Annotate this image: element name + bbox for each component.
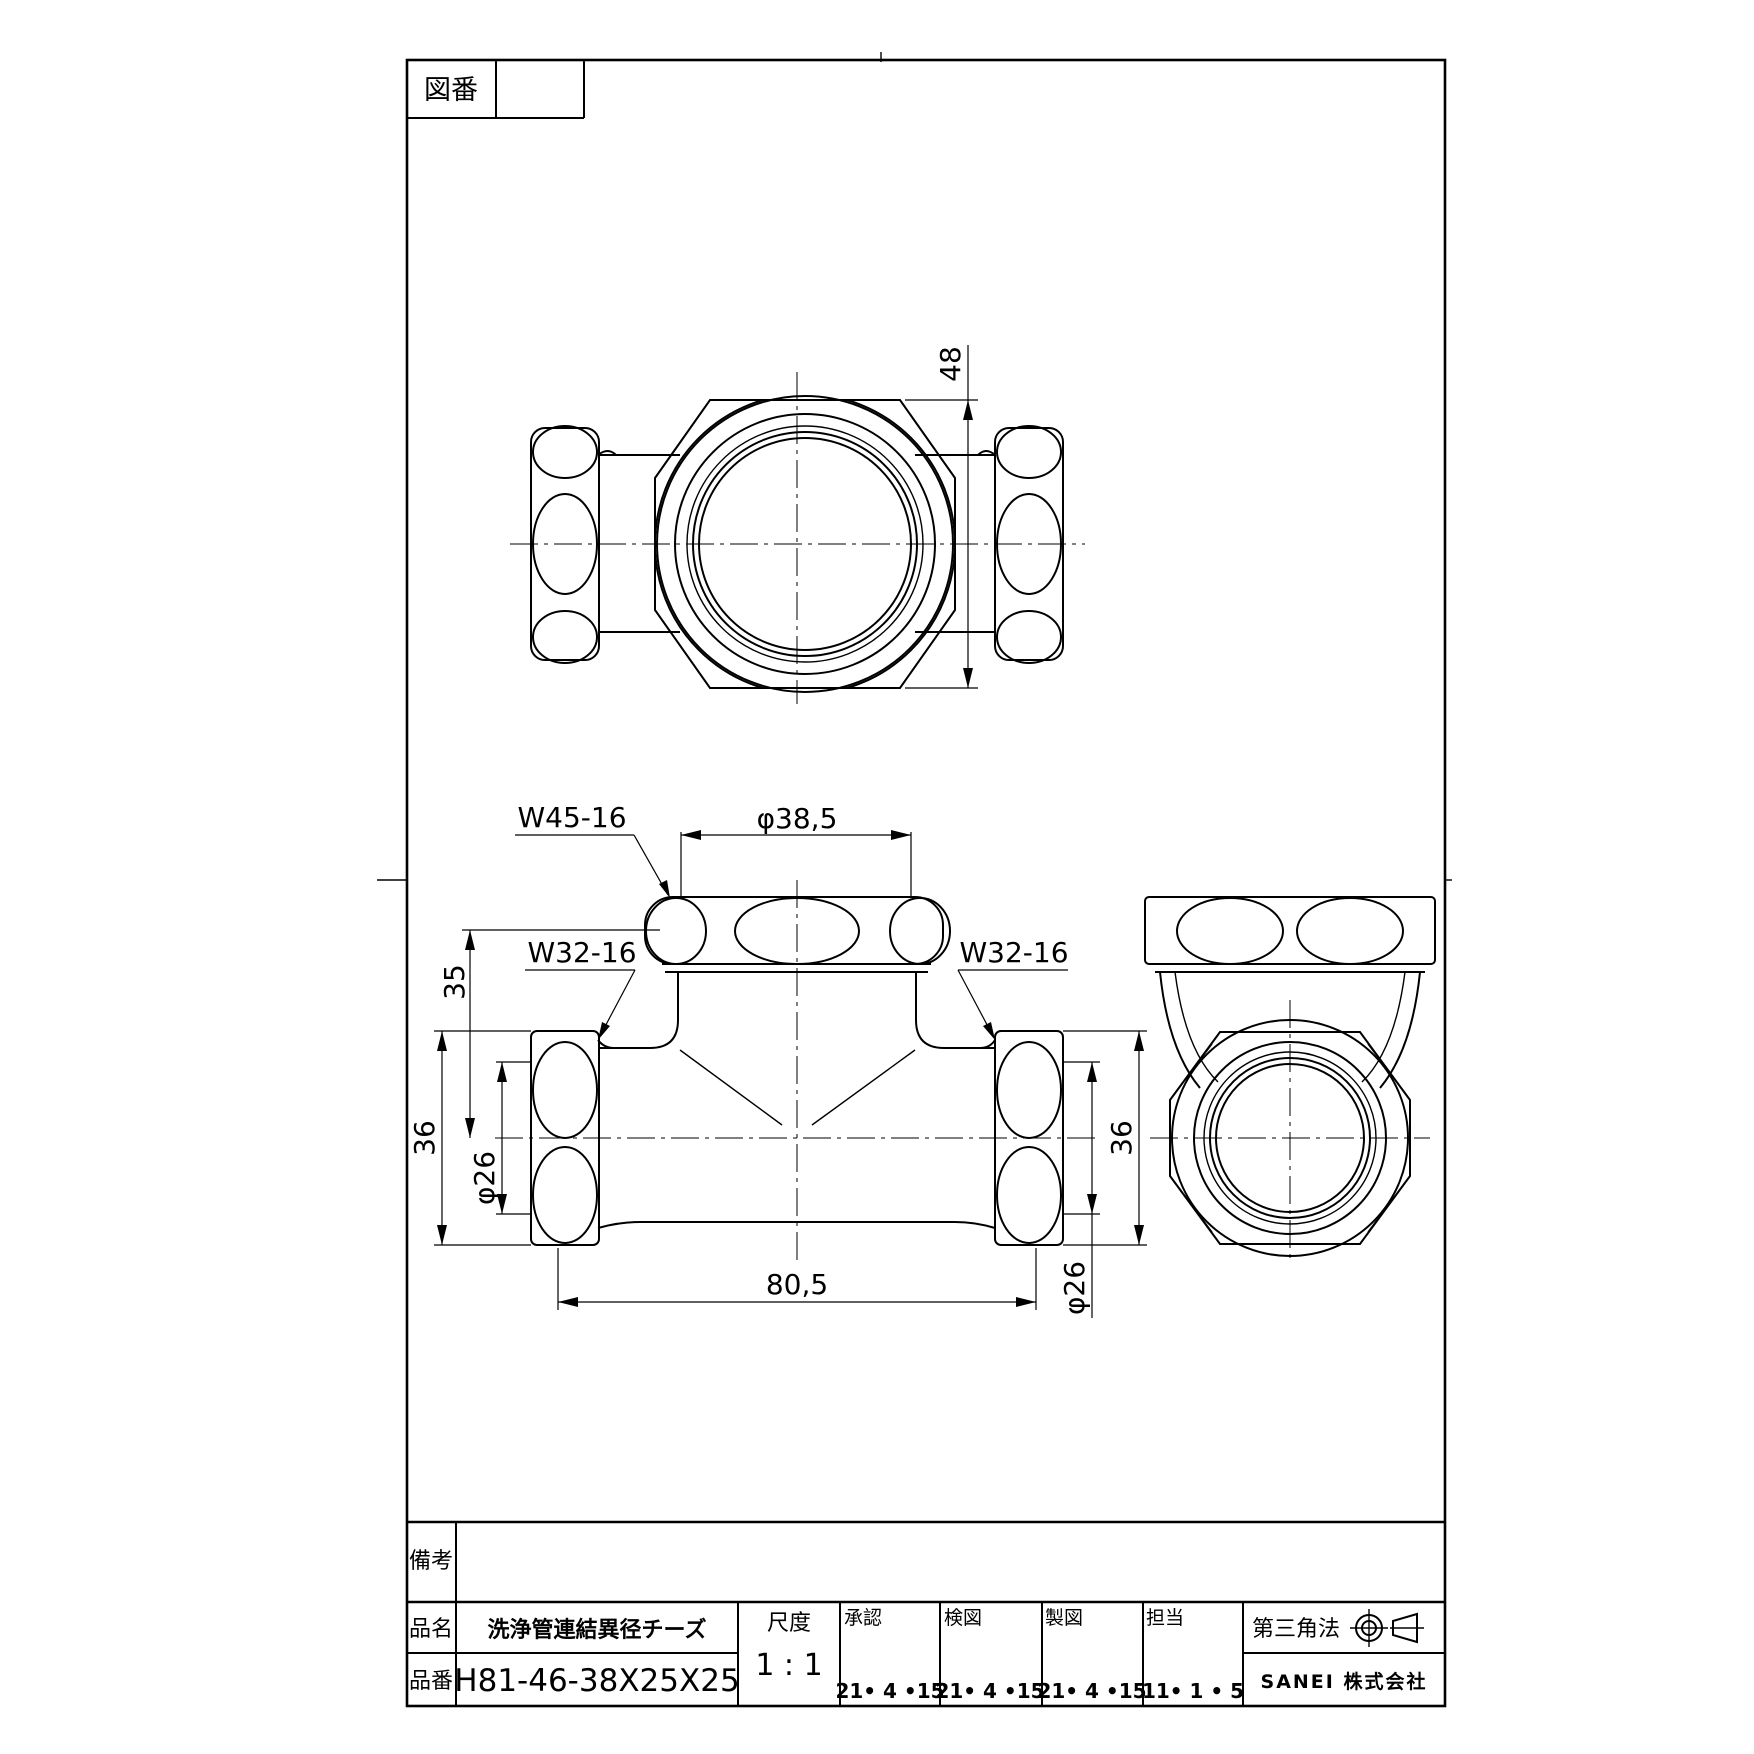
drawing-frame bbox=[405, 58, 1447, 1708]
title-block: 備考 品名 洗浄管連結異径チーズ 品番 H81-46-38X25X25 尺度 1… bbox=[407, 1520, 1445, 1706]
side-view bbox=[1144, 896, 1436, 1262]
dim-top-height: 48 bbox=[934, 346, 967, 382]
projection-label: 第三角法 bbox=[1252, 1617, 1340, 1642]
part-value: H81-46-38X25X25 bbox=[454, 1663, 739, 1699]
scale-value: 1 : 1 bbox=[755, 1648, 822, 1683]
charge-date: 11• 1 • 5 bbox=[1142, 1679, 1244, 1703]
checked-label: 検図 bbox=[944, 1607, 982, 1629]
approved-date: 21• 4 •15 bbox=[835, 1679, 944, 1703]
drawn-date: 21• 4 •15 bbox=[1037, 1679, 1146, 1703]
checked-date: 21• 4 •15 bbox=[935, 1679, 1044, 1703]
scale-label: 尺度 bbox=[767, 1611, 811, 1636]
name-label: 品名 bbox=[409, 1617, 453, 1642]
drawing-number-box: 図番 bbox=[407, 60, 585, 119]
dim-hex-top-dia: φ38,5 bbox=[757, 802, 838, 835]
approved-label: 承認 bbox=[844, 1607, 882, 1629]
company-name: SANEI 株式会社 bbox=[1261, 1670, 1428, 1693]
front-view: φ38,5 W45-16 W32-16 W32-16 35 36 bbox=[408, 801, 1147, 1318]
remarks-label: 備考 bbox=[409, 1549, 453, 1574]
top-view: 48 bbox=[510, 345, 1085, 704]
name-value: 洗浄管連結異径チーズ bbox=[488, 1617, 707, 1643]
dim-left-bore: φ26 bbox=[468, 1151, 501, 1205]
dim-branch-height: 35 bbox=[438, 964, 471, 1000]
thread-top: W45-16 bbox=[517, 801, 626, 834]
thread-right: W32-16 bbox=[959, 936, 1068, 969]
drawing-number-label: 図番 bbox=[424, 75, 478, 106]
dim-right-bore: φ26 bbox=[1058, 1261, 1091, 1315]
dim-overall-length: 80,5 bbox=[766, 1268, 828, 1301]
third-angle-projection-icon bbox=[1350, 1609, 1424, 1647]
charge-label: 担当 bbox=[1146, 1607, 1184, 1629]
thread-left: W32-16 bbox=[527, 936, 636, 969]
dim-right-height: 36 bbox=[1105, 1120, 1138, 1156]
drawn-label: 製図 bbox=[1045, 1607, 1083, 1629]
dim-left-height: 36 bbox=[408, 1120, 441, 1156]
part-label: 品番 bbox=[409, 1669, 453, 1694]
